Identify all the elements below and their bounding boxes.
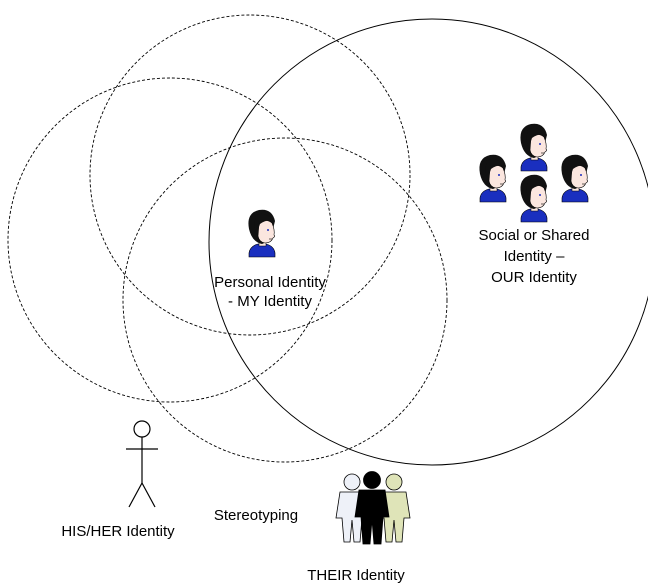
- circle-social: [208, 18, 648, 466]
- his-her-identity-label: HIS/HER Identity: [61, 523, 175, 540]
- my-identity-label: - MY Identity: [228, 293, 312, 310]
- person-head-icon: [519, 123, 548, 172]
- shared-identity-label: Identity –: [504, 248, 566, 265]
- person-head-icon: [519, 174, 548, 223]
- personal-identity-label: Personal Identity: [214, 274, 326, 291]
- person-head-icon: [560, 154, 589, 203]
- circle-left: [7, 77, 333, 403]
- their-identity-label: THEIR Identity: [307, 567, 405, 584]
- circle-lower: [122, 137, 448, 463]
- stick-figure-icon: [126, 420, 158, 508]
- stereotyping-label: Stereotyping: [214, 507, 298, 524]
- our-identity-label: OUR Identity: [491, 269, 577, 286]
- circle-upper: [89, 14, 411, 336]
- people-silhouette-icon: [335, 471, 411, 545]
- person-head-icon: [247, 209, 276, 258]
- group-heads-icon: [478, 123, 589, 223]
- social-identity-label: Social or Shared: [479, 227, 590, 244]
- person-head-icon: [478, 154, 507, 203]
